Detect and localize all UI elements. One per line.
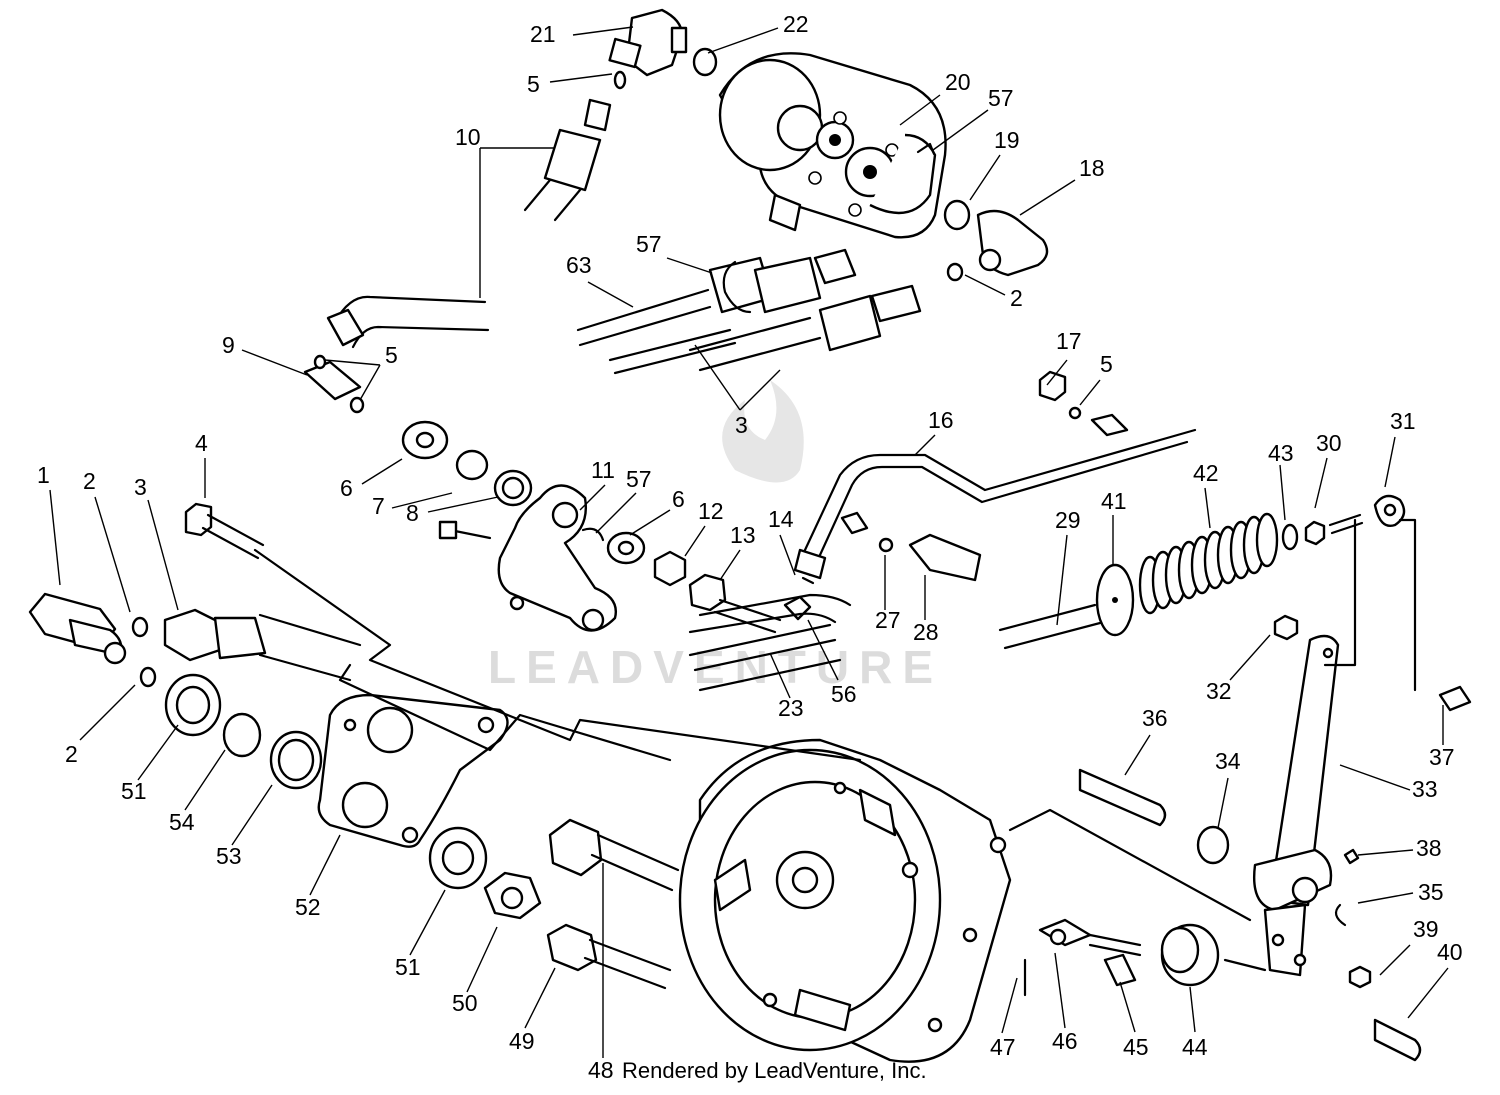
callout-36: 36 bbox=[1142, 705, 1168, 731]
housing bbox=[678, 738, 1012, 1063]
render-credit: Rendered by LeadVenture, Inc. bbox=[622, 1058, 927, 1083]
callout-63: 63 bbox=[566, 252, 592, 278]
callout-21: 21 bbox=[530, 21, 556, 47]
callout-16: 16 bbox=[928, 407, 954, 433]
callout-19: 19 bbox=[994, 127, 1020, 153]
callout-7: 7 bbox=[372, 493, 385, 519]
lever-33 bbox=[1078, 518, 1472, 1062]
callout-54: 54 bbox=[169, 809, 195, 835]
callout-50: 50 bbox=[452, 990, 478, 1016]
callout-39: 39 bbox=[1413, 916, 1439, 942]
callout-2b: 2 bbox=[83, 468, 96, 494]
callout-3: 3 bbox=[735, 412, 748, 438]
callout-27: 27 bbox=[875, 607, 901, 633]
callout-5b: 5 bbox=[385, 342, 398, 368]
fitting-1-3 bbox=[28, 592, 362, 688]
callout-41: 41 bbox=[1101, 488, 1127, 514]
washer-set-lower bbox=[164, 673, 323, 790]
callout-9: 9 bbox=[222, 332, 235, 358]
callout-57: 57 bbox=[988, 85, 1014, 111]
spring-assembly bbox=[998, 494, 1406, 650]
bolt-4 bbox=[184, 502, 265, 560]
callout-57c: 57 bbox=[626, 466, 652, 492]
callout-47: 47 bbox=[990, 1034, 1016, 1060]
callout-49: 49 bbox=[509, 1028, 535, 1054]
line-16 bbox=[793, 370, 1197, 582]
callout-2: 2 bbox=[1010, 285, 1023, 311]
leader-lines bbox=[49, 26, 1449, 1058]
callout-18: 18 bbox=[1079, 155, 1105, 181]
callout-37: 37 bbox=[1429, 744, 1455, 770]
callout-30: 30 bbox=[1316, 430, 1342, 456]
callout-5c: 5 bbox=[1100, 351, 1113, 377]
callout-32: 32 bbox=[1206, 678, 1232, 704]
washer-set-upper bbox=[401, 420, 533, 507]
callout-42: 42 bbox=[1193, 460, 1219, 486]
callout-12: 12 bbox=[698, 498, 724, 524]
callout-31: 31 bbox=[1390, 408, 1416, 434]
callout-4: 4 bbox=[195, 430, 208, 456]
callout-46: 46 bbox=[1052, 1028, 1078, 1054]
exploded-lines bbox=[253, 548, 1252, 922]
callout-57b: 57 bbox=[636, 231, 662, 257]
linkage-44-47 bbox=[1023, 918, 1267, 997]
callout-45: 45 bbox=[1123, 1034, 1149, 1060]
callout-44: 44 bbox=[1182, 1034, 1208, 1060]
callout-20: 20 bbox=[945, 69, 971, 95]
callout-14: 14 bbox=[768, 506, 794, 532]
callout-56: 56 bbox=[831, 681, 857, 707]
callout-1: 1 bbox=[37, 462, 50, 488]
bracket-11 bbox=[438, 484, 617, 632]
callout-51: 51 bbox=[121, 778, 147, 804]
hose-assembly-3 bbox=[576, 248, 922, 375]
callout-33: 33 bbox=[1412, 776, 1438, 802]
flange-52 bbox=[317, 693, 509, 848]
callout-6b: 6 bbox=[672, 486, 685, 512]
callout-5: 5 bbox=[527, 71, 540, 97]
callout-52: 52 bbox=[295, 894, 321, 920]
callout-22: 22 bbox=[783, 11, 809, 37]
lines-23-56 bbox=[688, 593, 852, 692]
callout-48: 48 bbox=[588, 1057, 614, 1083]
hose-assembly-10 bbox=[303, 295, 490, 414]
callout-13: 13 bbox=[730, 522, 756, 548]
callout-51b: 51 bbox=[395, 954, 421, 980]
callout-43: 43 bbox=[1268, 440, 1294, 466]
callout-6: 6 bbox=[340, 475, 353, 501]
callout-29: 29 bbox=[1055, 507, 1081, 533]
callout-35: 35 bbox=[1418, 879, 1444, 905]
callout-53: 53 bbox=[216, 843, 242, 869]
valve-assembly bbox=[523, 8, 1049, 282]
callout-10: 10 bbox=[455, 124, 481, 150]
callout-3b: 3 bbox=[134, 474, 147, 500]
callout-labels: 21 22 5 20 57 10 19 18 57 63 2 9 5 17 5 … bbox=[37, 11, 1463, 1083]
callout-23: 23 bbox=[778, 695, 804, 721]
callout-17: 17 bbox=[1056, 328, 1082, 354]
callout-38: 38 bbox=[1416, 835, 1442, 861]
nuts-washers-lower bbox=[428, 818, 680, 990]
callout-28: 28 bbox=[913, 619, 939, 645]
callout-40: 40 bbox=[1437, 939, 1463, 965]
washer-nut-6-12 bbox=[606, 531, 687, 587]
callout-11: 11 bbox=[591, 457, 615, 483]
callout-34: 34 bbox=[1215, 748, 1241, 774]
callout-2c: 2 bbox=[65, 741, 78, 767]
flame-icon bbox=[722, 380, 804, 483]
callout-8: 8 bbox=[406, 500, 419, 526]
